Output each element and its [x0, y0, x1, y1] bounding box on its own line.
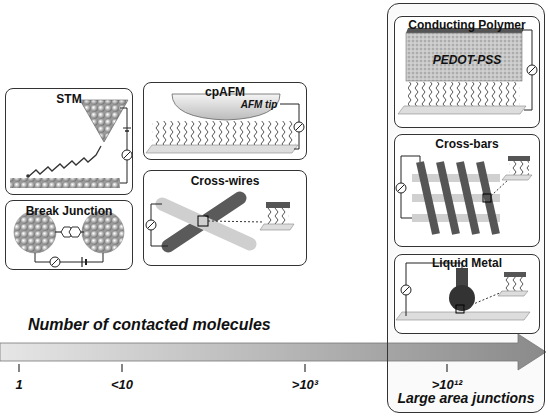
- panel-title: Conducting Polymer: [395, 18, 539, 32]
- technique-panel: Conducting PolymerPEDOT-PSS: [394, 16, 540, 128]
- technique-panel: Liquid Metal: [394, 254, 540, 334]
- cross-wires-sketch: [146, 198, 294, 246]
- part-label: PEDOT-PSS: [395, 53, 539, 67]
- technique-panel: Cross-bars: [394, 134, 540, 247]
- panel-title: Large area junctions: [388, 390, 544, 406]
- break-junction-sketch: [14, 211, 124, 267]
- cross-bars-sketch: [396, 156, 532, 234]
- panel-fill: [393, 15, 539, 127]
- technique-panel: Break Junction: [5, 200, 133, 270]
- panel-title: STM: [6, 92, 132, 106]
- panel-fill: [393, 253, 539, 333]
- technique-panel: Cross-wires: [143, 170, 307, 266]
- tick-label: <10: [102, 377, 142, 392]
- axis-title: Number of contacted molecules: [28, 316, 348, 334]
- group-box: Large area junctions Conducting PolymerPE…: [387, 3, 545, 413]
- panel-title: Break Junction: [6, 204, 132, 218]
- panel-fill: [5, 88, 133, 195]
- panel-fill: [5, 200, 133, 270]
- cpafm-sketch: [146, 94, 304, 153]
- technique-panel: STM: [5, 88, 133, 195]
- panel-fill: [393, 133, 539, 246]
- liquid-metal-sketch: [396, 263, 530, 320]
- panel-title: Liquid Metal: [395, 256, 539, 270]
- panel-fill: [143, 82, 307, 160]
- part-label: AFM tip: [229, 99, 289, 110]
- panel-title: cpAFM: [144, 85, 306, 99]
- tick-label: 1: [4, 377, 34, 392]
- stm-sketch: [10, 100, 132, 188]
- panel-fill: [143, 170, 307, 266]
- panel-title: Cross-wires: [144, 174, 306, 188]
- tick-label: >10³: [280, 377, 330, 392]
- axis-arrow: [0, 334, 546, 372]
- panel-title: Cross-bars: [395, 137, 539, 151]
- tick-label: >10¹²: [420, 377, 474, 392]
- polymer-sketch: [398, 28, 537, 114]
- technique-panel: cpAFMAFM tip: [143, 82, 307, 160]
